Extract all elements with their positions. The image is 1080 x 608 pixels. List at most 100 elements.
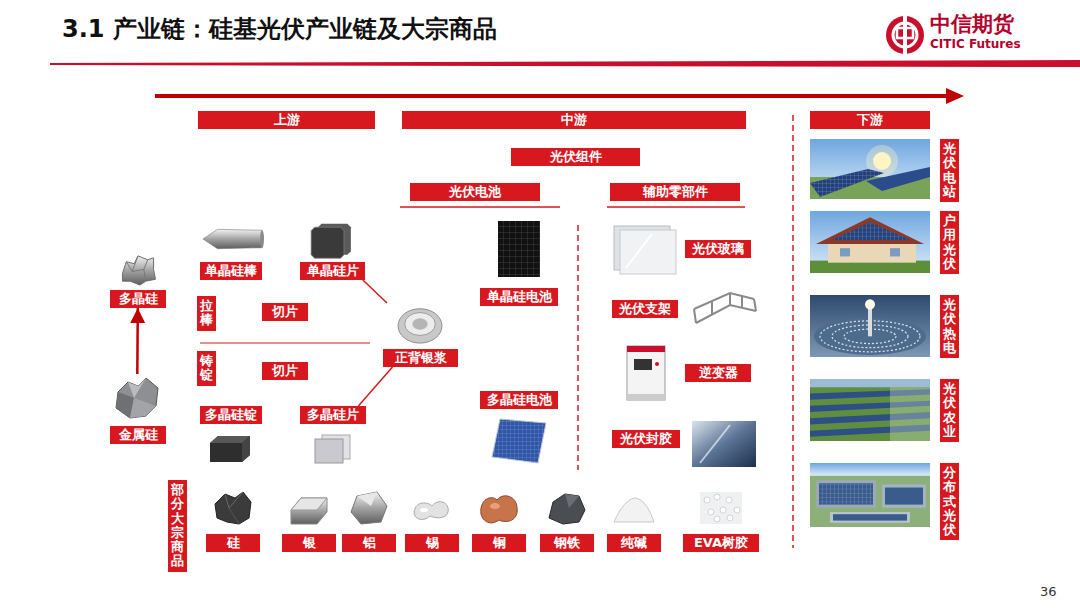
row-divider xyxy=(200,342,370,343)
rect-part xyxy=(810,295,930,357)
rect-part xyxy=(634,359,652,370)
band-label: 下游 xyxy=(810,111,930,129)
rect-part xyxy=(833,514,907,520)
vertical-label: 分布式光伏 xyxy=(940,463,959,540)
item-label: 钢铁 xyxy=(540,534,594,552)
ellipse-part xyxy=(260,230,264,247)
item-label: 铝 xyxy=(342,534,396,552)
circle-part xyxy=(714,494,720,500)
rect-part xyxy=(890,387,930,441)
ellipse-part xyxy=(490,503,500,509)
ellipse-part xyxy=(398,309,442,343)
rect-part xyxy=(890,248,900,256)
item-label: 银 xyxy=(282,534,336,552)
polygon-part xyxy=(291,498,327,524)
node-box: 纯碱 xyxy=(607,488,661,552)
category-band: 上游 xyxy=(198,111,375,129)
node-box: 硅 xyxy=(206,488,260,552)
line-part xyxy=(700,425,730,463)
illustration-photo xyxy=(810,139,930,199)
rect-part xyxy=(810,139,930,199)
item-label: 多晶硅片 xyxy=(300,406,366,424)
connector xyxy=(363,280,387,303)
node-box: 单晶硅片 xyxy=(300,222,365,280)
node-box: 拉棒 xyxy=(197,296,217,336)
polygon-part xyxy=(565,494,579,508)
rect-part xyxy=(620,230,676,274)
rect-part xyxy=(810,463,930,527)
rect-part xyxy=(816,480,876,508)
polygon-part xyxy=(311,227,344,258)
ellipse-part xyxy=(412,318,427,329)
rect-part xyxy=(810,379,930,387)
rect-part xyxy=(830,512,910,523)
item-label: 光伏支架 xyxy=(612,300,678,318)
item-label: 正背银浆 xyxy=(383,349,458,367)
circle-part xyxy=(720,507,726,513)
circle-part xyxy=(726,497,732,503)
node-box: 银 xyxy=(282,488,336,552)
rect-part xyxy=(819,483,873,504)
illustration-icon xyxy=(545,488,589,528)
illustration-photo xyxy=(490,417,548,465)
illustration-photo xyxy=(810,211,930,273)
polyline-part xyxy=(225,492,243,508)
node-box: 多晶硅电池 xyxy=(480,391,558,471)
node-box: 分布式光伏 xyxy=(810,463,962,543)
rect-part xyxy=(498,221,540,277)
vertical-label: 户用光伏 xyxy=(940,211,959,274)
line-part xyxy=(754,299,756,311)
item-label: 单晶硅电池 xyxy=(480,288,558,306)
item-label: 多晶硅电池 xyxy=(480,391,558,409)
rect-part xyxy=(810,379,930,441)
band-underline xyxy=(607,206,745,208)
polygon-part xyxy=(351,492,387,524)
item-label: 切片 xyxy=(262,362,308,380)
polygon-part xyxy=(116,378,158,418)
ellipse-part xyxy=(420,508,428,512)
polygon-part xyxy=(242,436,250,462)
node-box: 部分大宗商品 xyxy=(168,480,188,576)
node-box: 正背银浆 xyxy=(383,303,458,367)
rect-part xyxy=(627,346,665,352)
polygon-part xyxy=(832,222,910,240)
logo-text: 中信期货 xyxy=(930,10,1014,38)
g-part xyxy=(694,293,756,323)
category-band: 下游 xyxy=(810,111,930,129)
page-number: 36 xyxy=(1040,584,1057,599)
illustration-icon xyxy=(395,303,445,345)
node-box: 光伏玻璃 xyxy=(612,224,752,276)
line-part xyxy=(694,309,696,323)
rect-part xyxy=(315,439,343,463)
item-label: 多晶硅 xyxy=(110,290,166,308)
band-label: 光伏电池 xyxy=(410,183,540,201)
illustration-photo xyxy=(690,289,758,325)
line-part xyxy=(729,293,731,305)
node-box: 光伏封胶 xyxy=(612,419,759,469)
logo-mark xyxy=(886,16,924,54)
node-box: 户用光伏 xyxy=(810,211,962,275)
rect-part xyxy=(885,488,923,505)
category-band: 光伏电池 xyxy=(410,183,540,201)
node-box: 锡 xyxy=(405,488,459,552)
item-label: 多晶硅锭 xyxy=(200,406,262,424)
node-box: 铸锭 xyxy=(197,351,217,391)
stage-divider xyxy=(792,115,794,548)
illustration-icon xyxy=(810,463,930,527)
logo-bar xyxy=(897,28,913,38)
band-label: 中游 xyxy=(402,111,746,129)
rect-part xyxy=(498,221,540,277)
item-label: 硅 xyxy=(206,534,260,552)
category-band: 光伏组件 xyxy=(511,148,640,166)
rect-part xyxy=(882,484,926,507)
vertical-label: 光伏电站 xyxy=(940,139,959,202)
g-part xyxy=(704,494,740,522)
item-label: 铜 xyxy=(472,534,526,552)
illustration-photo xyxy=(112,374,162,420)
node-box: 单晶硅棒 xyxy=(200,222,264,280)
node-box: 多晶硅 xyxy=(110,252,166,308)
flow-arrow-shaft xyxy=(155,94,948,98)
illustration-icon xyxy=(347,488,391,528)
circle-part xyxy=(708,509,714,515)
